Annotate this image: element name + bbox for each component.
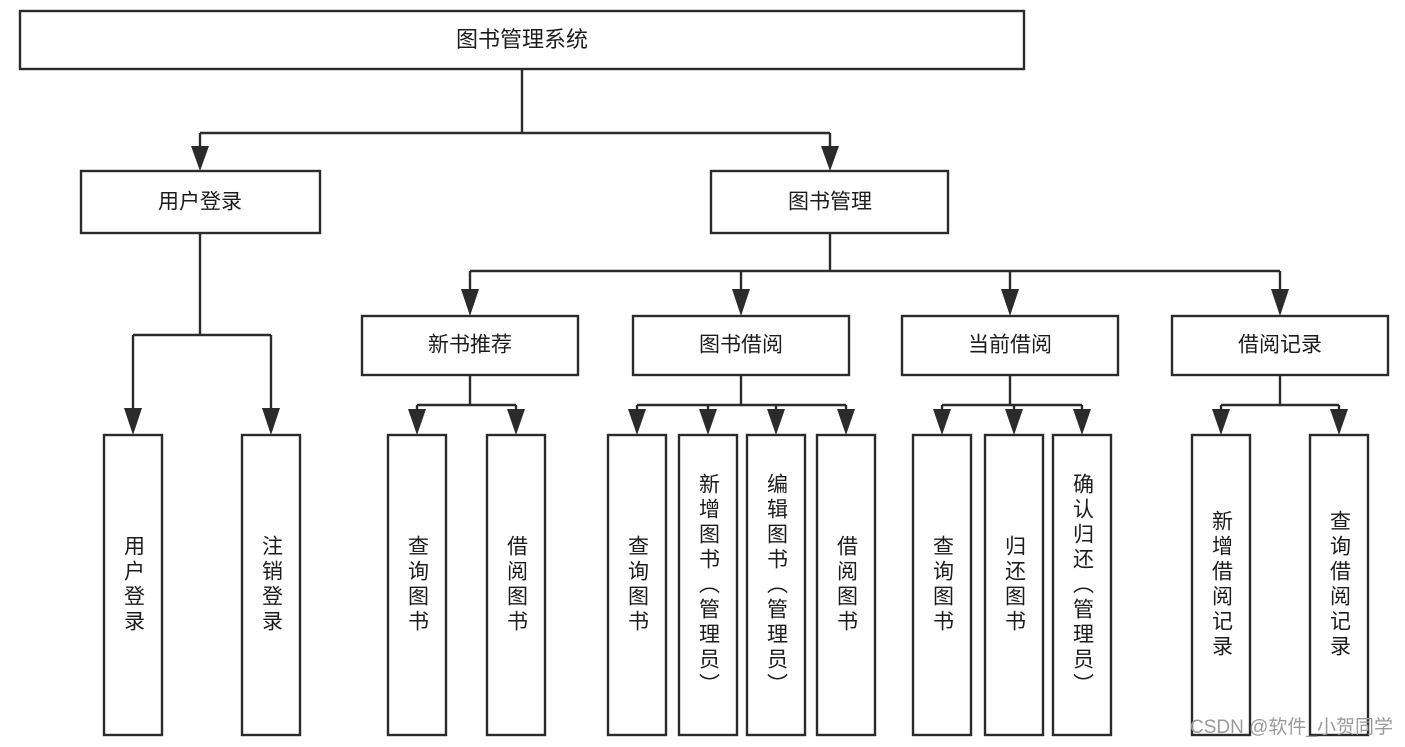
arrowhead-leaf-borrow-book-rec [507,409,525,435]
node-root-box[interactable] [18,9,1026,71]
node-user-login-label: 用户登录 [158,191,242,214]
node-book-borrow-label: 图书借阅 [699,334,783,357]
node-borrow-record-box[interactable] [1170,314,1390,377]
node-leaf-query-record-box[interactable] [1308,433,1370,737]
node-current-borrow[interactable]: 当前借阅 [900,314,1120,377]
arrowhead-leaf-edit-book [767,409,785,435]
arrowhead-leaf-return-book [1005,409,1023,435]
node-user-login[interactable]: 用户登录 [79,169,322,235]
csdn-watermark: CSDN @软件_小贺同学 [1190,717,1393,738]
arrowhead-leaf-borrow-book [837,409,855,435]
node-book-manage-label: 图书管理 [788,191,872,214]
node-current-borrow-label: 当前借阅 [968,334,1052,357]
arrowhead-leaf-query-book-rec [408,409,426,435]
node-leaf-confirm-return-box[interactable] [1051,433,1113,737]
node-leaf-add-book-box[interactable] [677,433,739,737]
node-root[interactable]: 图书管理系统 [18,9,1026,71]
node-leaf-query-book-rec-box[interactable] [386,433,448,737]
node-borrow-record-label: 借阅记录 [1238,334,1322,357]
node-leaf-query-book-borrow-box[interactable] [606,433,668,737]
arrowhead-leaf-user-login [124,408,142,435]
connectors-layer [124,69,1348,435]
arrowhead-book-manage [821,146,839,171]
node-leaf-user-login-box[interactable] [102,433,164,737]
node-user-login-box[interactable] [79,169,322,235]
node-book-borrow[interactable]: 图书借阅 [631,314,851,377]
node-leaf-edit-book-box[interactable] [745,433,807,737]
node-book-borrow-box[interactable] [631,314,851,377]
arrowhead-leaf-logout [262,408,280,435]
node-leaf-return-book-box[interactable] [983,433,1045,737]
node-root-label: 图书管理系统 [456,27,588,52]
arrowhead-new-book-recommend [461,289,479,316]
node-leaf-query-book-cur-box[interactable] [911,433,973,737]
node-new-book-recommend[interactable]: 新书推荐 [360,314,580,377]
node-borrow-record[interactable]: 借阅记录 [1170,314,1390,377]
arrowhead-user-login [191,146,209,171]
node-book-manage[interactable]: 图书管理 [709,169,950,235]
arrowhead-book-borrow [732,289,750,316]
node-leaf-add-record-box[interactable] [1190,433,1252,737]
node-book-manage-box[interactable] [709,169,950,235]
arrowhead-current-borrow [1001,289,1019,316]
arrowhead-leaf-confirm-return [1073,409,1091,435]
node-leaf-logout-box[interactable] [240,433,302,737]
node-new-book-recommend-label: 新书推荐 [428,334,512,357]
arrowhead-leaf-add-record [1212,409,1230,435]
node-leaf-borrow-book-rec-box[interactable] [485,433,547,737]
arrowhead-leaf-query-record [1330,409,1348,435]
arrowhead-leaf-add-book [699,409,717,435]
node-leaf-borrow-book-box[interactable] [815,433,877,737]
arrowhead-borrow-record [1271,289,1289,316]
node-current-borrow-box[interactable] [900,314,1120,377]
arrowhead-leaf-query-book-borrow [628,409,646,435]
arrowhead-leaf-query-book-cur [933,409,951,435]
node-new-book-recommend-box[interactable] [360,314,580,377]
nodes-layer: 图书管理系统 用户登录 图书管理 新书推荐 图书借阅 [18,9,1390,737]
